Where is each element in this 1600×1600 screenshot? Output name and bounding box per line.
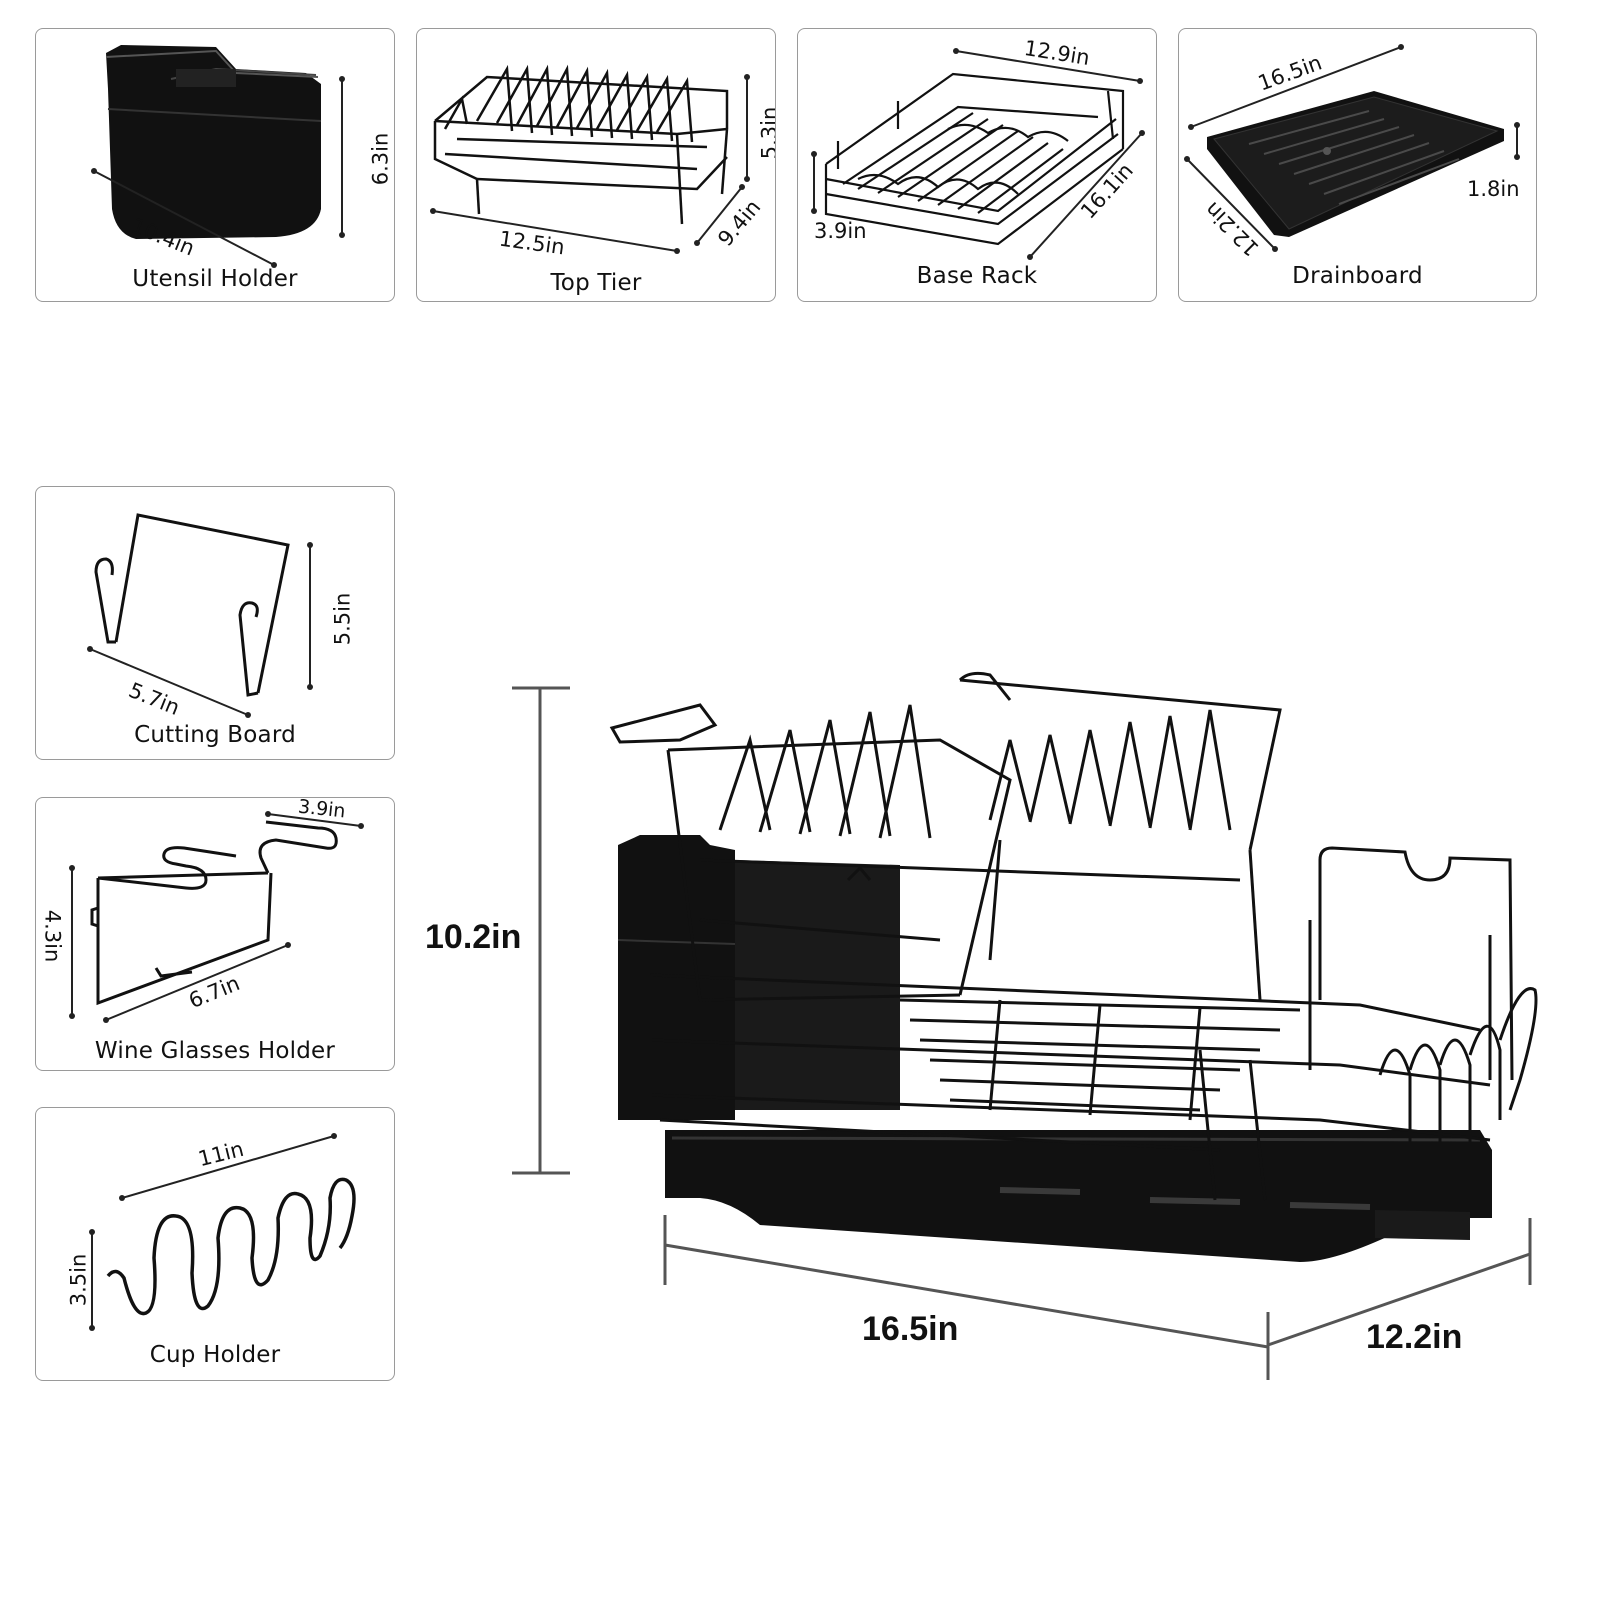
panel-cutting-board: 5.5in 5.7in Cutting Board — [35, 486, 395, 760]
top-tier-illustration — [430, 64, 750, 254]
panel-drainboard: 16.5in 1.8in 12.2in Drainboard — [1178, 28, 1537, 302]
main-depth-label: 12.2in — [1366, 1318, 1463, 1356]
drainboard-illustration — [1184, 44, 1520, 252]
drainboard-caption: Drainboard — [1292, 263, 1423, 289]
panel-utensil-holder: 6.3in 10.4in Utensil Holder — [35, 28, 395, 302]
main-height-label: 10.2in — [425, 918, 522, 956]
cup-holder-caption: Cup Holder — [149, 1342, 281, 1368]
wine-glasses-holder-caption: Wine Glasses Holder — [94, 1038, 336, 1064]
cutting-board-caption: Cutting Board — [134, 722, 296, 748]
panel-base-rack: 12.9in 3.9in 16.1in Base Rack — [797, 28, 1157, 302]
base-rack-height-label: 3.9in — [814, 219, 867, 243]
utensil-holder-illustration — [91, 45, 345, 268]
base-rack-illustration — [811, 48, 1145, 260]
drainboard-height-label: 1.8in — [1467, 177, 1520, 201]
panel-top-tier: 5.3in 12.5in 9.4in Top Tier — [416, 28, 776, 302]
utensil-holder-caption: Utensil Holder — [132, 266, 298, 292]
cup-holder-illustration — [89, 1133, 356, 1331]
wine-glasses-holder-illustration — [69, 811, 364, 1023]
base-rack-caption: Base Rack — [916, 263, 1038, 289]
panel-cup-holder: 11in 3.5in Cup Holder — [35, 1107, 395, 1381]
main-width-label: 16.5in — [862, 1310, 959, 1348]
top-tier-caption: Top Tier — [550, 270, 642, 296]
panel-wine-glasses-holder: 3.9in 4.3in 6.7in Wine Glasses Holder — [35, 797, 395, 1071]
cutting-board-illustration — [87, 513, 313, 718]
